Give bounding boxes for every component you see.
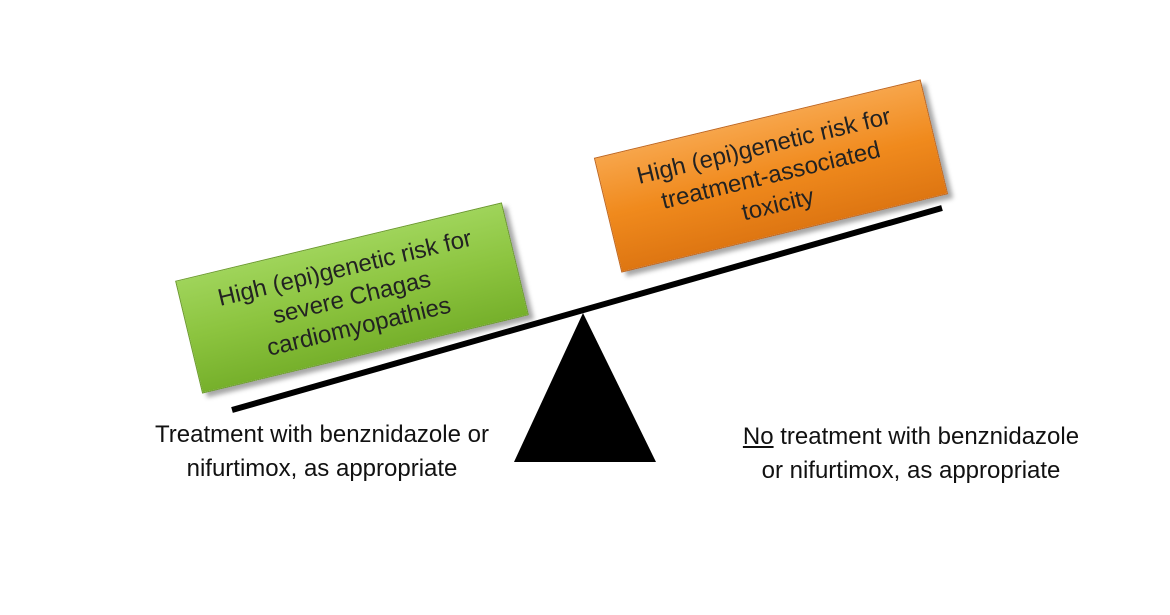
treatment-caption: Treatment with benznidazole or nifurtimo… (122, 418, 522, 486)
no-treatment-caption-line-1-rest: treatment with benznidazole (773, 423, 1080, 450)
treatment-caption-line-2: nifurtimox, as appropriate (186, 455, 458, 482)
no-treatment-caption-line-1: No treatment with benznidazole (706, 420, 1116, 454)
treatment-caption-line-1: Treatment with benznidazole or (155, 421, 489, 448)
fulcrum-triangle (514, 313, 656, 462)
no-treatment-caption-line-2: or nifurtimox, as appropriate (761, 457, 1061, 484)
no-treatment-caption: No treatment with benznidazole or nifurt… (706, 420, 1116, 488)
no-emphasis: No (742, 423, 774, 450)
seesaw-beam (231, 205, 943, 413)
